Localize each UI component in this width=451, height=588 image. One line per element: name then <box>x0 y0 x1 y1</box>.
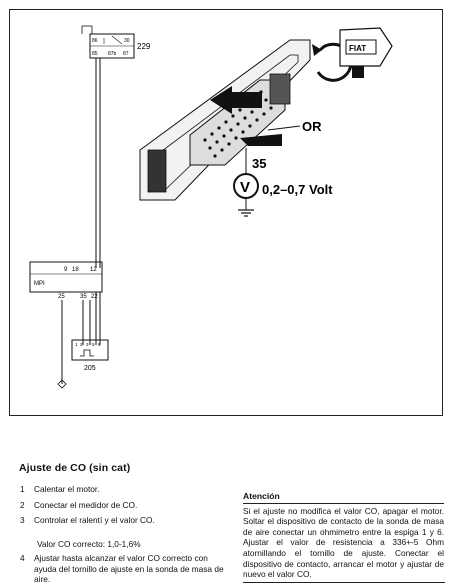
ecu-pin-9: 9 <box>64 267 68 273</box>
sensor-pin-5: 5 <box>92 342 95 347</box>
step-number: 3 <box>20 515 25 525</box>
step-item: 4 Ajustar hasta alcanzar el valor CO cor… <box>16 553 230 585</box>
steps-list: 1 Calentar el motor. 2 Conectar el medid… <box>16 484 228 531</box>
diagram-frame <box>9 9 443 416</box>
ecu-box: 9 18 12 MPI 25 35 22 <box>29 261 103 300</box>
voltage-range: 0,2–0,7 Volt <box>262 182 333 197</box>
step-item: 1 Calentar el motor. <box>16 484 228 495</box>
relay-pin-87: 87 <box>123 51 129 57</box>
ecu-pin-35: 35 <box>80 294 87 300</box>
air-mass-sensor-205: 1 2 3 5 6 205 <box>71 339 109 372</box>
attention-text: Si el ajuste no modifica el valor CO, ap… <box>243 505 444 580</box>
voltmeter-icon: V <box>233 173 259 217</box>
step-text: Controlar el ralentí y el valor CO. <box>34 515 155 525</box>
sensor-pin-6: 6 <box>98 342 101 347</box>
ecu-housing-illustration <box>139 39 311 201</box>
step-item: 3 Controlar el ralentí y el valor CO. <box>16 515 228 526</box>
ecu-pin-12: 12 <box>90 267 97 273</box>
sensor-pin-2: 2 <box>80 342 83 347</box>
attention-bottom-rule <box>243 581 445 583</box>
attention-divider <box>243 502 444 504</box>
voltmeter-symbol: V <box>240 179 250 196</box>
attention-title: Atención <box>243 491 280 501</box>
ecu-label: MPI <box>34 281 45 287</box>
callout-or: OR <box>302 119 322 134</box>
relay-pin-86: 86 <box>92 38 98 44</box>
ignition-key-icon: FIAT <box>312 27 393 82</box>
relay-label: 229 <box>137 42 151 51</box>
step-number: 4 <box>20 553 25 563</box>
wiring-diagram: 86 30 85 87b 87 229 9 18 12 MPI 25 35 22… <box>29 25 393 389</box>
callout-pin: 35 <box>252 156 266 171</box>
ecu-pin-22: 22 <box>91 294 98 300</box>
sensor-pin-1: 1 <box>75 342 78 347</box>
section-title: Ajuste de CO (sin cat) <box>19 462 131 474</box>
step-text: Calentar el motor. <box>34 484 100 494</box>
key-tag: FIAT <box>349 44 366 53</box>
co-value: Valor CO correcto: 1,0-1,6% <box>37 539 141 549</box>
relay-229: 86 30 85 87b 87 229 <box>89 33 151 59</box>
relay-pin-30: 30 <box>124 38 130 44</box>
relay-pin-85: 85 <box>92 51 98 57</box>
sensor-pin-3: 3 <box>86 342 89 347</box>
step-number: 1 <box>20 484 25 494</box>
ecu-pin-18: 18 <box>72 267 79 273</box>
step-number: 2 <box>20 499 25 510</box>
step-text: Ajustar hasta alcanzar el valor CO corre… <box>34 553 224 584</box>
attention-box: Atención Si el ajuste no modifica el val… <box>243 491 445 583</box>
relay-pin-87b: 87b <box>108 51 117 57</box>
sensor-label: 205 <box>84 365 96 372</box>
step-item: 2 Conectar el medidor de CO. <box>16 500 228 511</box>
ecu-pin-25: 25 <box>58 294 65 300</box>
insert-arrow-icon <box>210 86 262 114</box>
step-text: Conectar el medidor de CO. <box>34 499 138 510</box>
